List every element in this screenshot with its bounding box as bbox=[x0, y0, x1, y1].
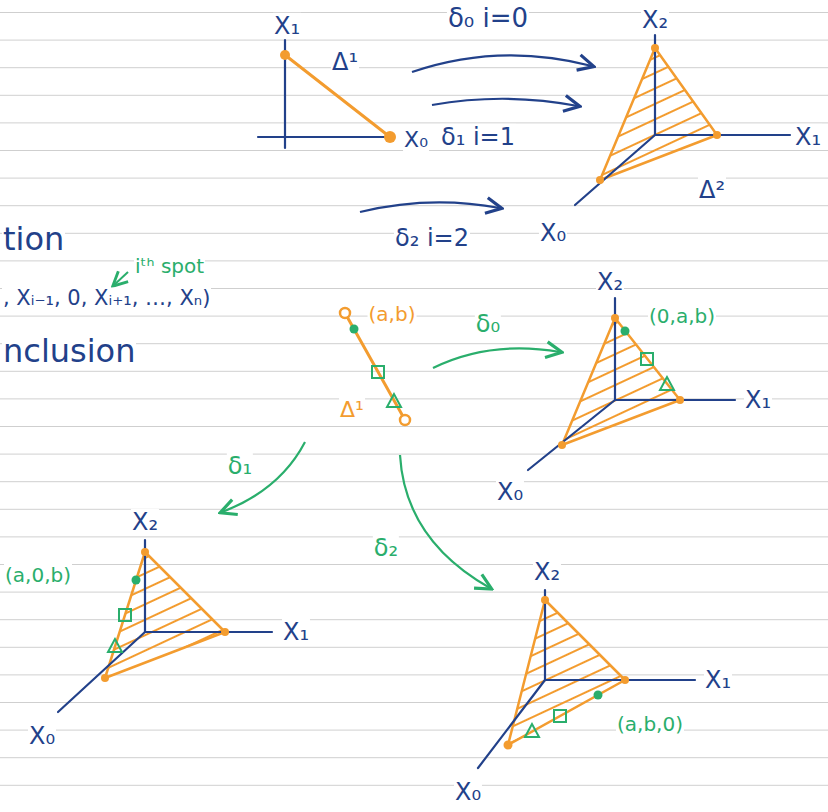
point-label: (a,b,0) bbox=[616, 713, 684, 735]
axis-label: X₂ bbox=[533, 559, 561, 585]
axis-label: X₁ bbox=[744, 387, 772, 413]
simplex-label: Δ¹ bbox=[331, 49, 359, 75]
map-label: δ₁ bbox=[227, 453, 253, 479]
map-label: δ₂ i=2 bbox=[394, 225, 470, 251]
axis-label: X₁ bbox=[282, 619, 310, 645]
simplex-2-delta2 bbox=[478, 590, 695, 768]
axis-label: X₀ bbox=[496, 479, 524, 505]
axis-label: X₀ bbox=[539, 220, 567, 246]
axis-label: X₀ bbox=[454, 779, 482, 805]
axis-label: X₀ bbox=[403, 128, 429, 152]
formula-text: , Xᵢ₋₁, 0, Xᵢ₊₁, …, Xₙ) bbox=[2, 287, 211, 310]
axis-label: X₂ bbox=[641, 7, 669, 33]
simplex-1-top bbox=[258, 40, 396, 148]
map-label: δ₀ bbox=[475, 311, 501, 337]
axis-label: X₁ bbox=[273, 13, 301, 39]
simplex-2-delta1 bbox=[58, 540, 272, 712]
axis-label: X₂ bbox=[596, 269, 624, 295]
axis-label: X₂ bbox=[131, 509, 159, 535]
point-label: (0,a,b) bbox=[648, 305, 716, 327]
map-label: δ₂ bbox=[373, 535, 399, 561]
face-map-arrows-green bbox=[222, 348, 560, 588]
simplex-2-delta0 bbox=[528, 298, 735, 470]
simplex-label: Δ² bbox=[698, 177, 726, 203]
note-annotation: iᵗʰ spot bbox=[134, 255, 205, 277]
note-text: nclusion bbox=[2, 334, 136, 369]
map-label: δ₀ i=0 bbox=[447, 4, 529, 33]
pointer-arrow bbox=[114, 272, 128, 285]
axis-label: X₁ bbox=[704, 667, 732, 693]
simplex-2-top bbox=[575, 35, 790, 205]
map-label: δ₁ i=1 bbox=[440, 124, 516, 150]
point-label: (a,0,b) bbox=[4, 564, 72, 586]
axis-label: X₁ bbox=[794, 124, 822, 150]
simplex-label: Δ¹ bbox=[339, 398, 365, 422]
axis-label: X₀ bbox=[28, 723, 56, 749]
simplex-1-middle bbox=[340, 308, 410, 425]
note-text: tion bbox=[2, 222, 65, 257]
face-map-arrows bbox=[360, 55, 592, 212]
point-label: (a,b) bbox=[368, 303, 417, 325]
